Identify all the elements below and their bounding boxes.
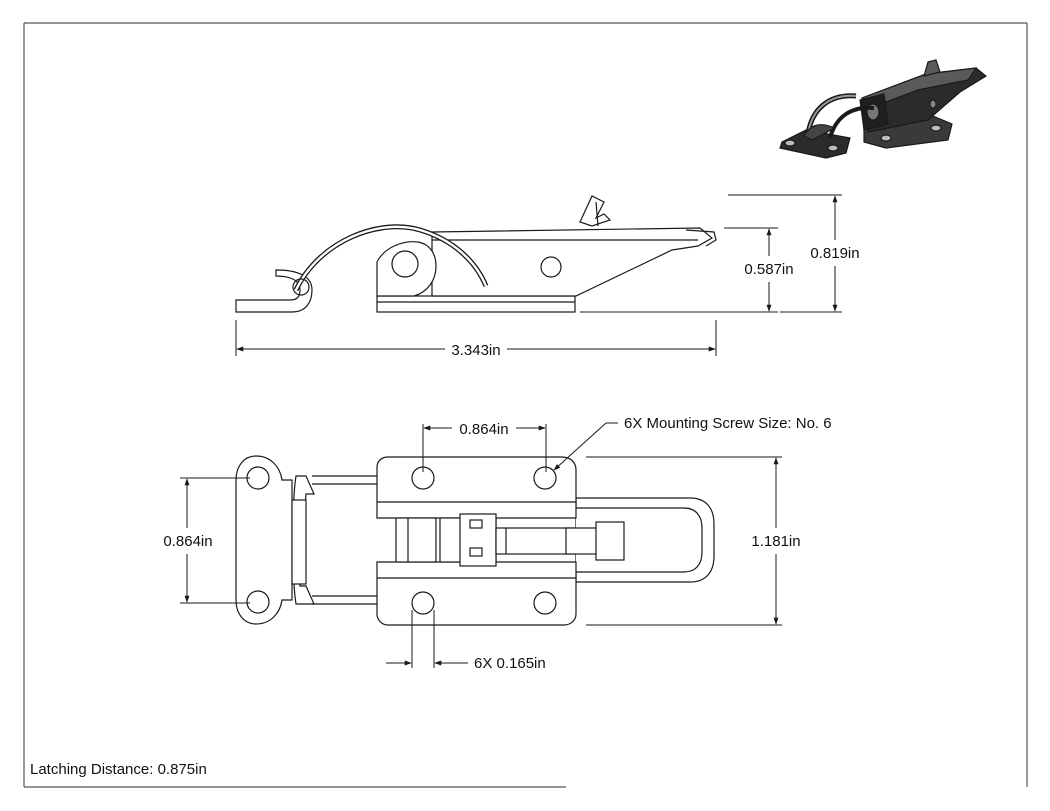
hole-spacing-horizontal-label: 0.864in	[459, 421, 508, 438]
base-height-label: 0.587in	[744, 261, 793, 278]
top-view-dimensions	[180, 422, 782, 668]
side-view	[235, 195, 717, 313]
hole-diameter-label: 6X 0.165in	[474, 655, 546, 672]
overall-length-label: 3.343in	[451, 342, 500, 359]
hole-spacing-vertical-label: 0.864in	[163, 533, 212, 550]
screw-size-note: 6X Mounting Screw Size: No. 6	[624, 415, 832, 432]
sheet-border	[23, 22, 1028, 788]
isometric-view	[779, 59, 988, 159]
total-height-label: 0.819in	[810, 245, 859, 262]
top-view	[235, 455, 715, 626]
overall-width-label: 1.181in	[751, 533, 800, 550]
latching-distance-label: Latching Distance: 0.875in	[30, 761, 207, 778]
side-view-dimensions	[235, 194, 842, 356]
